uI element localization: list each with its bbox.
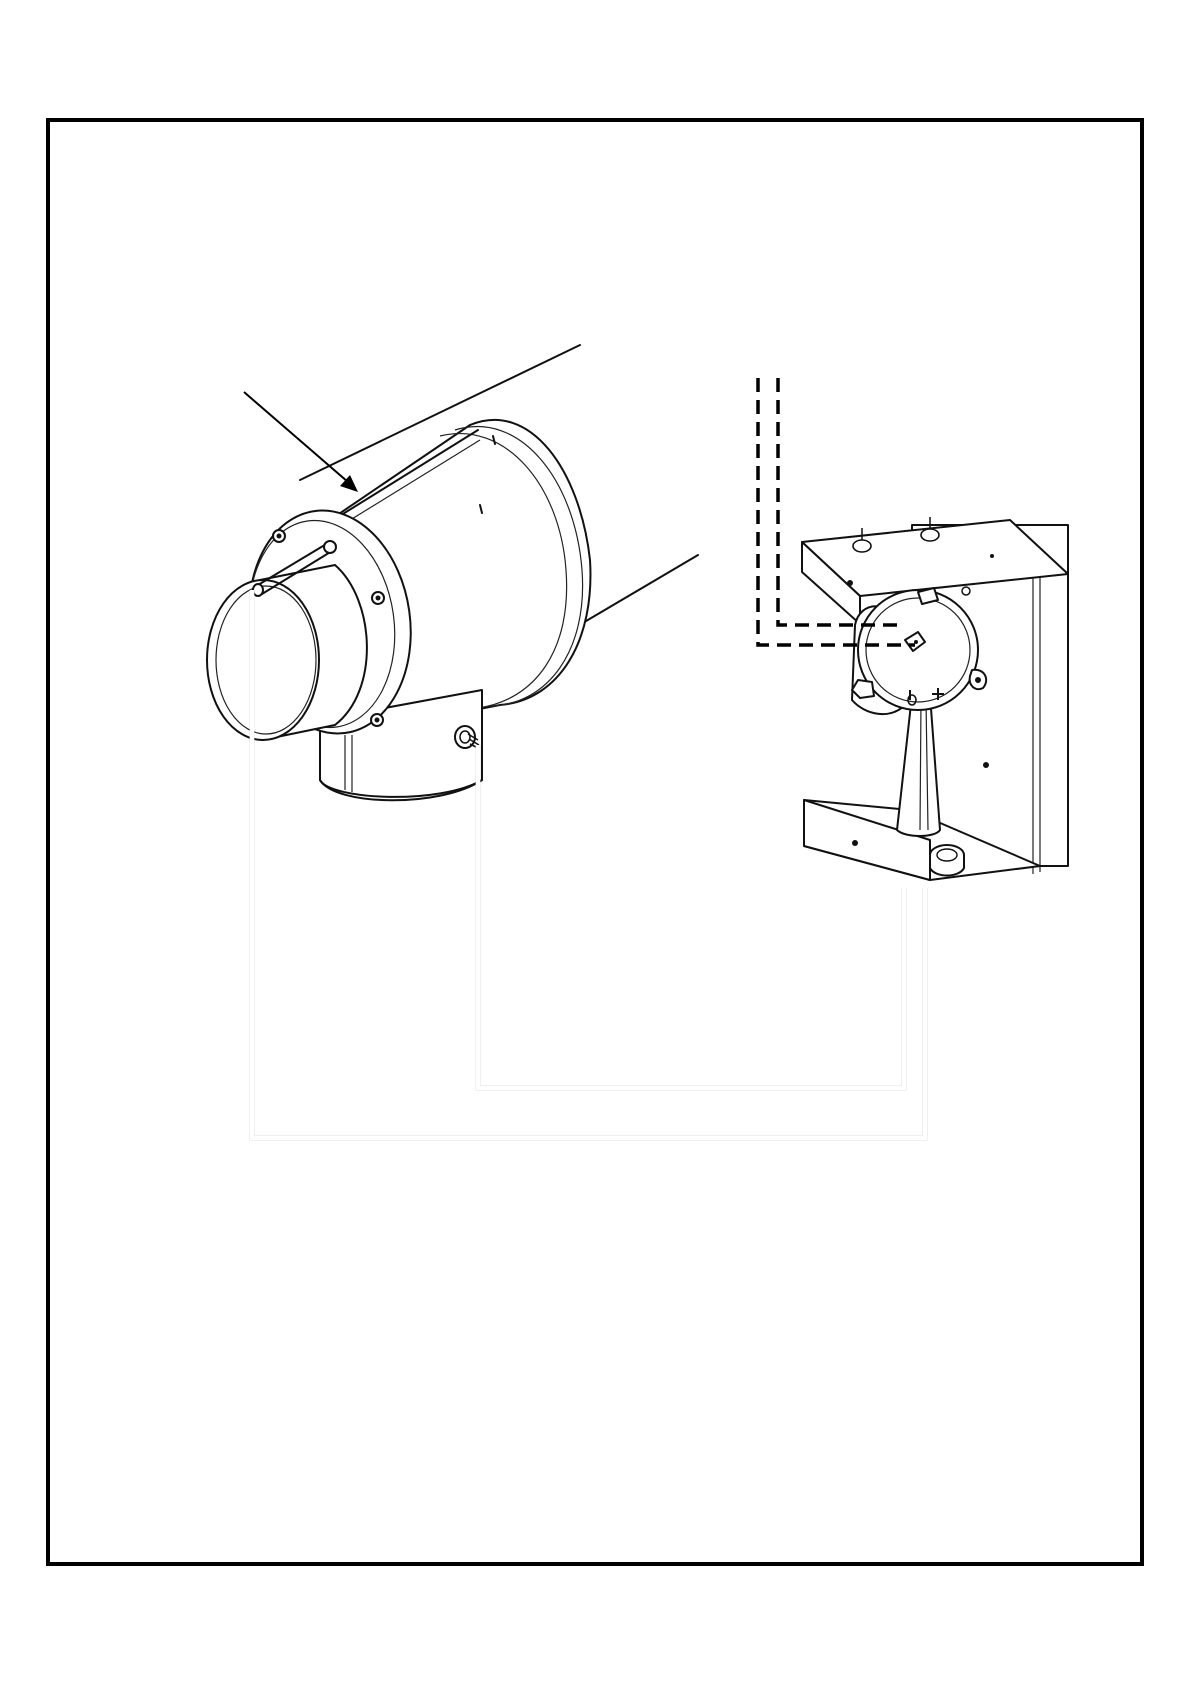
switch-hose-nipple xyxy=(918,588,938,604)
inner-pipe-mouth xyxy=(207,580,319,740)
switch-diaphragm xyxy=(858,590,978,710)
screw-icon xyxy=(375,718,380,723)
switch-corner-icon xyxy=(962,587,970,595)
switch-ear-hole-icon xyxy=(975,677,981,683)
box-fitting xyxy=(930,845,964,876)
back-panel-screw-icon xyxy=(983,762,989,768)
bottom-screw-icon xyxy=(852,840,858,846)
screw-icon xyxy=(376,596,381,601)
probe-tip xyxy=(253,584,263,596)
ground-wire-inner xyxy=(478,745,904,1088)
vent-pipe-tee xyxy=(207,345,698,800)
ground-wire xyxy=(478,745,904,1088)
probe-base xyxy=(324,541,336,553)
screw-icon xyxy=(277,534,282,539)
leader-arrow xyxy=(244,392,358,492)
